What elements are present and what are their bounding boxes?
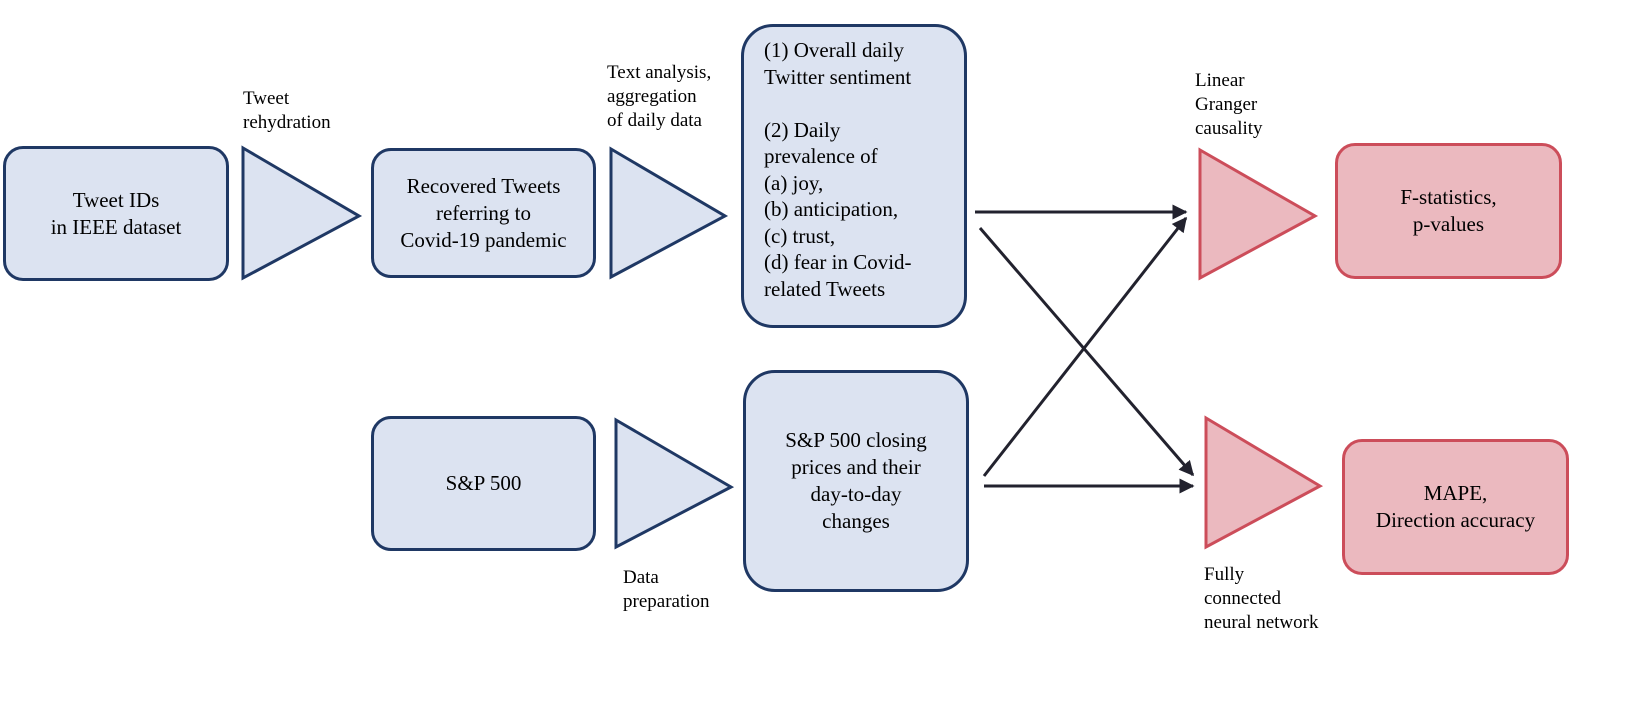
- neural-network-step-triangle: [1204, 415, 1324, 550]
- arrow-prices-to-granger: [982, 216, 1188, 477]
- rehydration-step-triangle: [241, 145, 363, 281]
- sp500-prices-box: S&P 500 closing prices and their day-to-…: [743, 370, 969, 592]
- neural-network-step-label: Fully connected neural network: [1204, 564, 1319, 633]
- recovered-tweets-box: Recovered Tweets referring to Covid-19 p…: [371, 148, 596, 278]
- sentiment-measures-box: (1) Overall daily Twitter sentiment (2) …: [741, 24, 967, 328]
- f-statistics-box: F-statistics, p-values: [1335, 143, 1562, 279]
- text-analysis-step-triangle: [609, 146, 729, 280]
- data-preparation-step-triangle: [614, 417, 735, 550]
- rehydration-step-label: Tweet rehydration: [243, 88, 331, 133]
- mape-box: MAPE, Direction accuracy: [1342, 439, 1569, 575]
- text-analysis-step-label: Text analysis, aggregation of daily data: [607, 62, 712, 131]
- tweet-ids-box: Tweet IDs in IEEE dataset: [3, 146, 229, 281]
- granger-step-triangle: [1198, 147, 1319, 281]
- sp500-box: S&P 500: [371, 416, 596, 551]
- granger-step-label: Linear Granger causality: [1195, 70, 1263, 139]
- arrow-sentiment-to-neural-network: [978, 227, 1195, 477]
- data-preparation-step-label: Data preparation: [623, 567, 710, 612]
